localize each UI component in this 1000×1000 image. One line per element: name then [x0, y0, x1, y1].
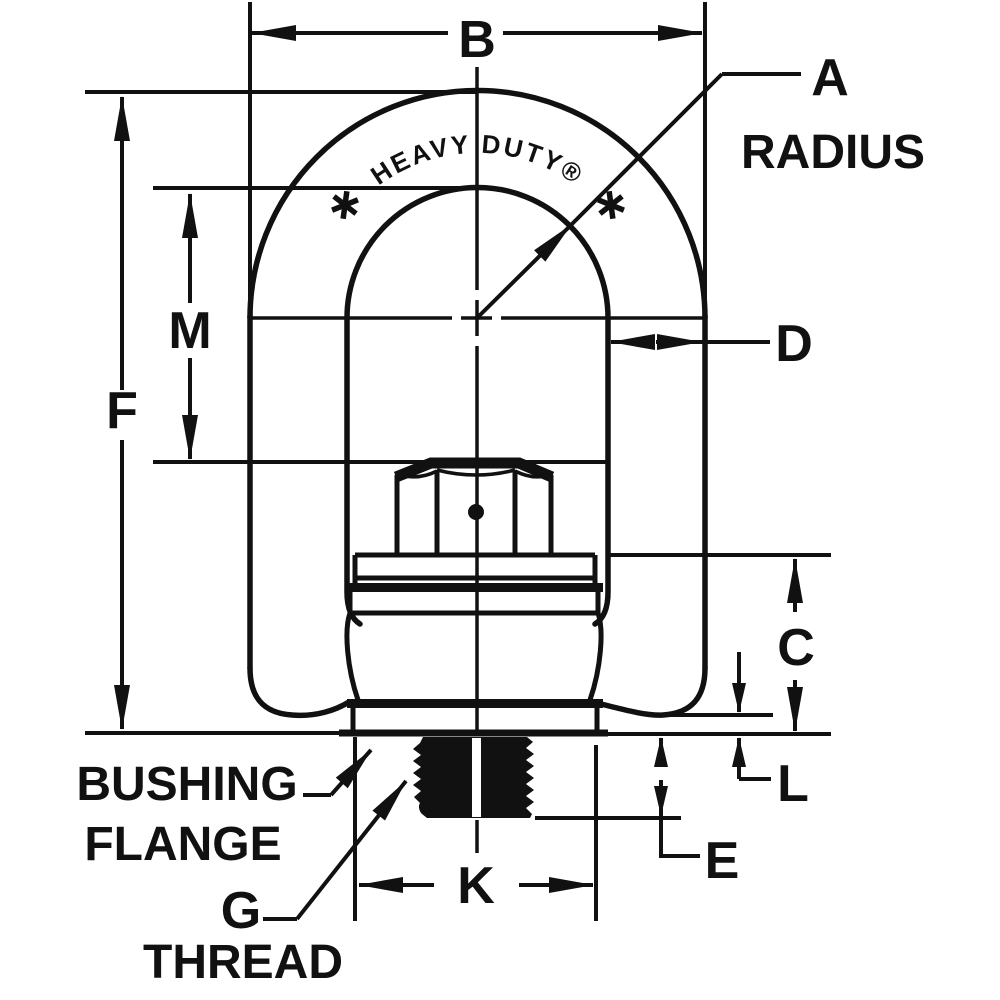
thread-centerline-gap — [472, 738, 481, 817]
callout-label-a: A — [811, 49, 849, 107]
callout-label-bushing: BUSHING — [76, 758, 297, 811]
callout-bushing-flange — [303, 748, 373, 797]
centerlines — [250, 67, 707, 853]
grease-fitting-dot — [468, 504, 484, 520]
hex-bolt-head — [393, 457, 555, 554]
bushing-assembly — [339, 552, 608, 737]
leader-e — [659, 815, 700, 858]
callout-label-flange: FLANGE — [84, 818, 281, 871]
dimension-F — [85, 90, 477, 735]
dim-label-m: M — [168, 302, 211, 360]
ring-inner-arc — [344, 184, 611, 321]
asterisk-left-icon — [331, 190, 359, 220]
washer-band — [347, 583, 603, 592]
bushing-left-side — [344, 612, 361, 701]
ring-inner-right-side — [592, 315, 611, 627]
dim-label-c: C — [777, 619, 815, 677]
dim-label-k: K — [457, 857, 495, 915]
dimension-E — [535, 737, 700, 858]
dim-label-d: D — [775, 315, 813, 373]
dimension-B — [248, 2, 707, 316]
ring-outline — [247, 87, 708, 719]
leader-a-diagonal — [569, 72, 724, 227]
ring-right-foot — [598, 665, 708, 718]
dimension-L — [650, 652, 773, 781]
dimension-C — [607, 553, 831, 736]
dim-label-l: L — [777, 755, 809, 813]
callout-label-thread: THREAD — [143, 936, 343, 989]
callout-g-thread — [263, 779, 408, 921]
bushing-right-side — [587, 612, 604, 701]
dim-label-e: E — [705, 832, 740, 890]
dim-label-b: B — [458, 11, 496, 69]
ring-outer-arc — [247, 87, 708, 321]
callout-label-radius: RADIUS — [741, 126, 925, 179]
dim-label-f: F — [106, 382, 138, 440]
callout-a-radius — [475, 72, 801, 320]
callout-label-g: G — [221, 882, 261, 940]
ring-left-foot — [247, 665, 352, 719]
flange-top-band — [347, 699, 603, 708]
dimension-M — [153, 186, 608, 464]
threaded-stud — [413, 737, 534, 818]
asterisk-right-icon — [597, 190, 625, 220]
